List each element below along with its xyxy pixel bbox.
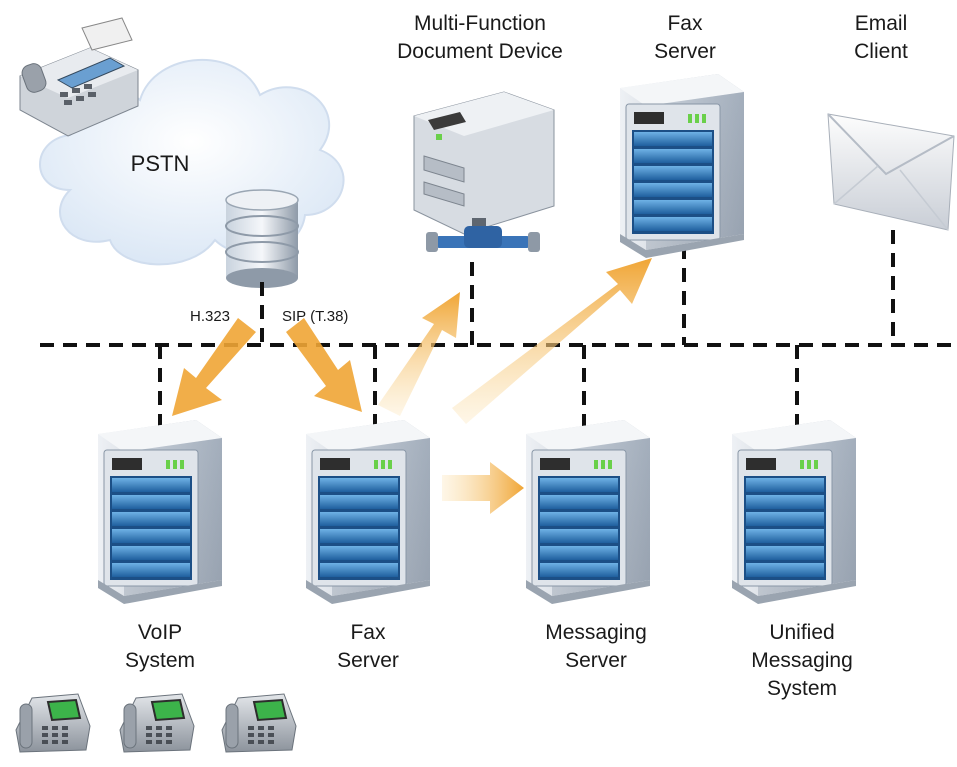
unified-messaging-server-icon xyxy=(731,419,857,605)
arrow-fax-to-faxserver xyxy=(452,258,652,424)
pstn-label: PSTN xyxy=(130,151,190,176)
fax-server-top-label: Fax Server xyxy=(654,12,716,63)
arrow-fax-to-messaging xyxy=(442,462,524,514)
messaging-server-label: Messaging Server xyxy=(545,621,647,672)
desk-phone-icon xyxy=(15,693,91,753)
database-icon xyxy=(225,189,299,288)
h323-label: H.323 xyxy=(190,308,231,325)
sip-label: SIP (T.38) xyxy=(282,308,349,325)
arrow-sip-to-fax xyxy=(286,318,362,412)
fax-server-bottom-label: Fax Server xyxy=(337,621,399,672)
email-client-label: Email Client xyxy=(854,12,908,63)
desk-phone-icon xyxy=(221,693,297,753)
fax-server-bottom-icon xyxy=(305,419,431,605)
desk-phone-icon xyxy=(119,693,195,753)
unified-messaging-label: Unified Messaging System xyxy=(751,621,853,700)
fax-server-top-icon xyxy=(619,73,745,259)
printer-icon xyxy=(413,91,555,252)
mfd-label: Multi-Function Document Device xyxy=(397,12,563,63)
voip-system-server-icon xyxy=(97,419,223,605)
voip-system-label: VoIP System xyxy=(124,621,195,672)
envelope-icon xyxy=(827,113,955,231)
arrow-h323-to-voip xyxy=(172,318,256,416)
fax-machine-icon xyxy=(19,17,139,137)
arrow-fax-to-mfd xyxy=(378,292,460,416)
messaging-server-icon xyxy=(525,419,651,605)
